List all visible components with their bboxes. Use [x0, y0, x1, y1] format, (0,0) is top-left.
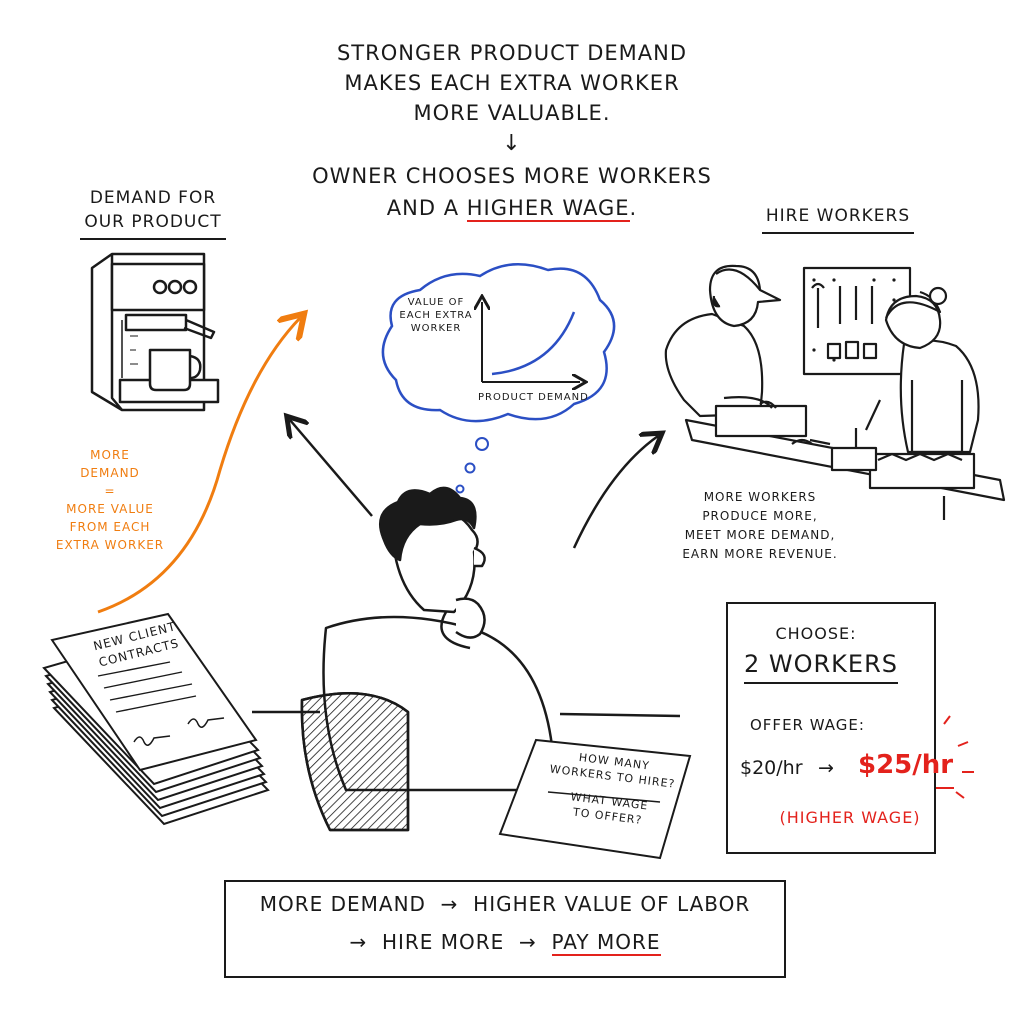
- summary-line-1: MORE DEMAND → HIGHER VALUE OF LABOR: [224, 892, 786, 916]
- summary-hire-more: HIRE MORE: [381, 930, 505, 954]
- top-caption: STRONGER PRODUCT DEMAND MAKES EACH EXTRA…: [262, 38, 762, 224]
- down-arrow-icon: ↓: [502, 131, 522, 156]
- ylabel-line-1: VALUE OF: [407, 297, 465, 308]
- summary-arrow-2-icon: →: [349, 930, 368, 954]
- ylabel-line-3: WORKER: [410, 323, 462, 334]
- result-line-1: OWNER CHOOSES MORE WORKERS: [312, 164, 712, 188]
- higher-wage-note: (HIGHER WAGE): [779, 808, 921, 827]
- workers-note-line-4: EARN MORE REVENUE.: [682, 547, 838, 561]
- workers-scene: [664, 264, 1006, 520]
- choice-box: [726, 602, 936, 854]
- result-line-2-suffix: .: [629, 196, 638, 220]
- ylabel-line-2: EACH EXTRA: [399, 310, 473, 321]
- workers-note-line-2: PRODUCE MORE,: [702, 509, 818, 523]
- demand-label-line-2: OUR PRODUCT: [80, 210, 226, 240]
- orange-note-line-2: DEMAND: [80, 466, 140, 480]
- desk-note-card: [498, 738, 692, 860]
- workers-note: MORE WORKERS PRODUCE MORE, MEET MORE DEM…: [674, 488, 846, 564]
- arrow-to-workers: [572, 436, 658, 549]
- summary-higher-value: HIGHER VALUE OF LABOR: [473, 892, 751, 916]
- workers-note-line-1: MORE WORKERS: [703, 490, 817, 504]
- summary-pay-more: PAY MORE: [551, 930, 661, 956]
- demand-label: DEMAND FOR OUR PRODUCT: [80, 186, 226, 240]
- thought-chart-curve: [491, 311, 576, 376]
- orange-note-line-4: MORE VALUE: [66, 502, 154, 516]
- summary-more-demand: MORE DEMAND: [259, 892, 426, 916]
- thought-chart-xlabel: PRODUCT DEMAND: [478, 392, 589, 403]
- demand-label-line-1: DEMAND FOR: [89, 188, 217, 208]
- old-wage: $20/hr: [740, 757, 803, 779]
- orange-demand-arrow: [97, 318, 300, 614]
- summary-box: [224, 880, 786, 978]
- new-wage: $25/hr: [858, 750, 954, 780]
- summary-arrow-1-icon: →: [440, 892, 459, 916]
- orange-note: MORE DEMAND = MORE VALUE FROM EACH EXTRA…: [52, 446, 168, 554]
- orange-note-line-1: MORE: [90, 448, 130, 462]
- summary-arrow-3-icon: →: [519, 930, 537, 954]
- thought-chart-ylabel: VALUE OF EACH EXTRA WORKER: [398, 296, 474, 335]
- top-caption-line-3: MORE VALUABLE.: [413, 101, 611, 125]
- arrow-to-demand: [290, 420, 373, 517]
- workers-note-line-3: MEET MORE DEMAND,: [684, 528, 836, 542]
- contracts-stack-icon: [42, 612, 270, 826]
- choice-title: CHOOSE:: [775, 624, 857, 643]
- result-line-2: AND A HIGHER WAGE.: [262, 192, 762, 224]
- thought-chart-axes: [482, 302, 580, 382]
- choice-workers: 2 WORKERS: [736, 650, 906, 684]
- orange-note-line-3: =: [104, 484, 116, 498]
- top-caption-line-2: MAKES EACH EXTRA WORKER: [344, 71, 680, 95]
- hire-workers-label-text: HIRE WORKERS: [762, 204, 914, 234]
- higher-wage-highlight: HIGHER WAGE: [466, 196, 630, 222]
- hire-workers-label: HIRE WORKERS: [762, 204, 914, 234]
- orange-note-line-5: FROM EACH: [69, 520, 151, 534]
- result-line-2-prefix: AND A: [386, 196, 460, 220]
- orange-note-line-6: EXTRA WORKER: [55, 538, 165, 552]
- top-caption-line-1: STRONGER PRODUCT DEMAND: [336, 41, 688, 65]
- summary-line-2: → HIRE MORE → PAY MORE: [224, 930, 786, 956]
- choice-workers-text: 2 WORKERS: [743, 650, 898, 684]
- wage-arrow-icon: →: [818, 757, 834, 779]
- coffee-machine-icon: [90, 252, 220, 412]
- offer-wage-label: OFFER WAGE:: [750, 716, 865, 734]
- owner-figure: [252, 486, 681, 832]
